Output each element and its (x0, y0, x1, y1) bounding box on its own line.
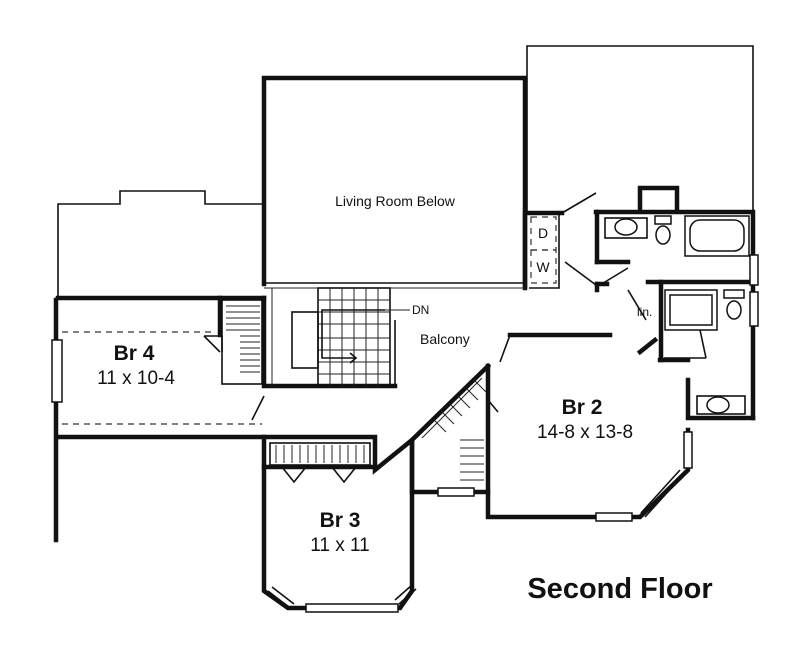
walls (53, 75, 756, 611)
labels: Living Room Below Balcony DN D W lin. Br… (97, 193, 713, 605)
br3-name: Br 3 (320, 509, 361, 532)
bath-fixtures (499, 192, 750, 415)
br2-name: Br 2 (562, 396, 603, 419)
balcony-label: Balcony (420, 331, 470, 347)
br4-name: Br 4 (114, 342, 155, 365)
windows (51, 254, 759, 613)
living-room-below-label: Living Room Below (335, 193, 456, 209)
laundry (530, 216, 557, 284)
ceiling-lines (62, 331, 265, 425)
br4-dims: 11 x 10-4 (97, 368, 175, 389)
floor-title: Second Floor (527, 573, 712, 605)
br3-dims: 11 x 11 (310, 535, 370, 556)
br2-dims: 14-8 x 13-8 (537, 422, 633, 443)
roof-outlines (57, 45, 754, 300)
stair-and-balcony (264, 287, 525, 387)
washer-label: W (536, 259, 550, 275)
linen-label: lin. (637, 305, 652, 319)
stair-down-label: DN (412, 303, 429, 317)
closets (203, 299, 499, 484)
dryer-label: D (538, 225, 548, 241)
